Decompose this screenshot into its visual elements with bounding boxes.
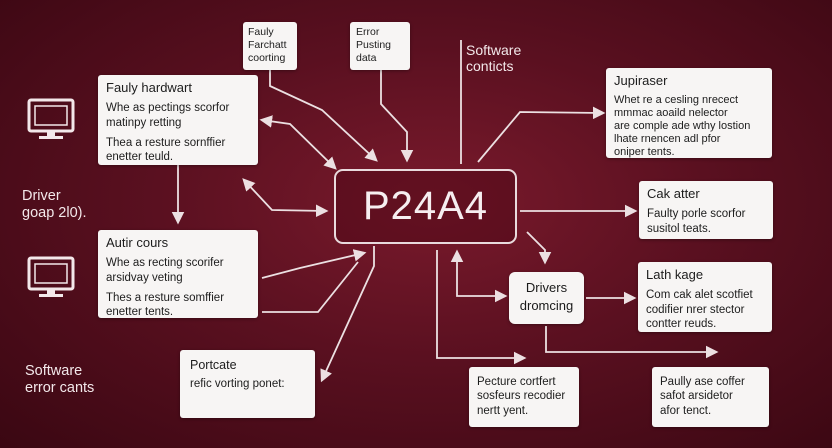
driver-label: Driver goap 2l0). (22, 188, 87, 221)
pully-box: Paully ase coffer safot arsidetor afor t… (652, 367, 769, 427)
lath-kage-box: Lath kage Com cak alet scotfiet codifier… (638, 262, 772, 332)
jupiraser-title: Jupiraser (614, 73, 668, 88)
connector-drivers-pully (545, 326, 719, 359)
portcate-title: Portcate (190, 358, 237, 372)
jupiraser-line-4: lhate rnencen adl pfor (614, 133, 721, 146)
jupiraser-line-5: oniper tents. (614, 146, 675, 159)
lath-kage-line-2: codifier nrer stector (646, 303, 745, 316)
autir-cours-line-1: Whe as recting scorifer (106, 257, 224, 270)
faulty-box: Fauly Farchatt coorting (243, 22, 297, 70)
error-line-2: Pusting (356, 38, 392, 51)
portcate-box: Portcate refic vorting ponet: (180, 350, 315, 418)
software-conflicts-line-2: conticts (466, 58, 514, 75)
jupiraser-line-1: Whet re a cesling nrecect (614, 93, 739, 106)
autir-cours-line-5: enetter tents. (106, 306, 174, 319)
faulty-hardware-line-4: Thea a resture sornffier (106, 137, 226, 149)
faulty-hardware-line-2: matinpy retting (106, 116, 182, 129)
portcate-line-1: refic vorting ponet: (190, 377, 285, 390)
autir-cours-line-4: Thes a resture somffier (106, 292, 225, 304)
connector-center-portcate (320, 246, 375, 383)
connector-autir-center (261, 249, 367, 279)
autir-cours-title: Autir cours (106, 235, 169, 250)
connector-center-drivers-b (450, 249, 508, 303)
pully-line-1: Paully ase coffer (660, 376, 745, 388)
software-error-line-1: Software (25, 363, 83, 379)
faulty-hardware-title: Fauly hardwart (106, 80, 192, 95)
error-line-3: data (356, 51, 377, 64)
faulty-hardware-line-1: Whe as pectings scorfor (106, 102, 230, 115)
cak-atter-line-2: susitol teats. (647, 222, 711, 235)
jupiraser-box: Jupiraser Whet re a cesling nrecect mmma… (606, 68, 772, 158)
pecture-line-3: nertt yent. (477, 404, 529, 417)
pecture-line-1: Pecture cortfert (477, 376, 556, 388)
drivers-line-2: dromcing (519, 297, 574, 313)
lath-kage-title: Lath kage (646, 267, 704, 282)
jupiraser-line-2: mmmac aoaild nelector (614, 106, 728, 119)
connector-left-double (242, 178, 329, 218)
faulty-hardware-line-5: enetter teuld. (106, 151, 174, 164)
autir-cours-box: Autir cours Whe as recting scorifer arsi… (98, 230, 258, 318)
driver-line-2: goap 2l0). (22, 204, 87, 221)
faulty-line-1: Fauly (248, 26, 274, 38)
faulty-line-3: coorting (248, 51, 286, 64)
cak-atter-line-1: Faulty porle scorfor (647, 208, 746, 221)
lath-kage-line-1: Com cak alet scotfiet (646, 289, 753, 302)
error-box: Error Pusting data (350, 22, 410, 70)
connector-center-drivers-a (526, 231, 552, 265)
connector-error-to-center (380, 70, 414, 163)
monitor-icon (27, 98, 75, 139)
drivers-line-1: Drivers (525, 280, 568, 295)
center-node-label: P24A4 (362, 184, 489, 228)
connector-center-jupiraser (477, 106, 606, 163)
driver-line-1: Driver (22, 188, 61, 204)
cak-atter-box: Cak atter Faulty porle scorfor susitol t… (639, 181, 773, 239)
faulty-hardware-box: Fauly hardwart Whe as pectings scorfor m… (98, 75, 258, 165)
drivers-node[interactable]: Drivers dromcing (509, 272, 584, 324)
error-line-1: Error (356, 26, 380, 38)
software-error-line-2: error cants (25, 379, 95, 396)
connector-center-pecture (436, 250, 527, 365)
pecture-box: Pecture cortfert sosfeurs recodier nertt… (469, 367, 579, 427)
pecture-line-2: sosfeurs recodier (477, 390, 566, 403)
connector-hardware-center (259, 115, 337, 170)
pully-line-2: safot arsidetor (660, 390, 733, 403)
center-node[interactable]: P24A4 (334, 169, 517, 244)
software-conflicts-line-1: Software (466, 42, 522, 58)
software-conflicts-label: Software conticts (466, 42, 521, 74)
pully-line-3: afor tenct. (660, 404, 712, 417)
faulty-line-2: Farchatt (248, 38, 287, 51)
cak-atter-title: Cak atter (647, 186, 700, 201)
monitor-icon (27, 256, 75, 297)
jupiraser-line-3: are comple ade wthy lostion (614, 119, 751, 132)
lath-kage-line-3: contter reuds. (646, 318, 717, 330)
connector-left-center-low (262, 261, 359, 313)
software-error-label: Software error cants (25, 363, 94, 396)
autir-cours-line-2: arsidvay veting (106, 271, 183, 284)
connector-faulty-to-center (269, 70, 378, 162)
